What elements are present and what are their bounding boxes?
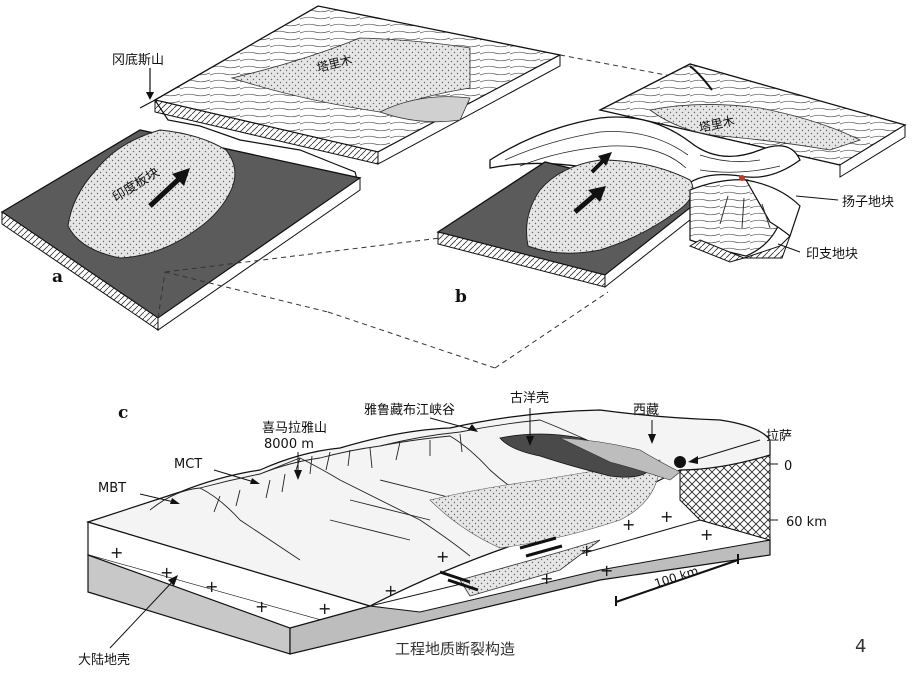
depth-0-label: 0 [784,459,792,474]
panel-c: + + + + + + + + + + + + + 雅鲁藏布江峡谷 古洋壳 西藏… [78,391,827,668]
continental-crust-leader [109,579,175,649]
continental-crust-arrowhead [168,575,178,586]
svg-text:+: + [110,543,123,562]
svg-text:+: + [205,577,218,596]
paleo-ocean-crust [499,433,651,478]
crust-symbols: + + + + + + + + + + + + + [110,507,713,618]
svg-text:+: + [600,561,613,580]
svg-text:+: + [540,569,553,588]
svg-text:+: + [318,599,331,618]
panel-b: 塔里木 扬子地块 印支地块 b [436,63,907,307]
svg-text:+: + [700,525,713,544]
thrust-arrows [439,536,563,592]
himalaya-ridges [149,419,601,561]
slide-footer: 工程地质断裂构造 4 [0,632,920,662]
panel-a: 冈底斯山 塔里木 印度板块 a [0,5,562,331]
indochina-leader [777,243,801,253]
depth-60-label: 60 km [786,515,827,530]
plateau-dotted [429,459,661,549]
escape-blocks-b [688,175,801,263]
footer-title: 工程地质断裂构造 [395,640,516,658]
page-number: 4 [855,636,867,657]
svg-text:+: + [384,581,397,600]
north-arrow-a [148,168,190,208]
panel-c-letter: c [118,403,128,423]
svg-text:+: + [436,547,449,566]
svg-text:+: + [580,541,593,560]
panel-a-letter: a [52,267,63,287]
tibet-label: 西藏 [633,403,659,418]
svg-text:+: + [660,507,673,526]
gangdise-label: 冈底斯山 [112,52,164,68]
panel-b-letter: b [455,287,467,307]
continental-crust-label: 大陆地壳 [78,652,130,668]
lhasa-marker [674,456,686,468]
asia-block-a [139,5,562,191]
svg-text:+: + [255,597,268,616]
yarlung-gorge-label: 雅鲁藏布江峡谷 [364,403,455,418]
himalaya-label: 喜马拉雅山 [262,421,327,436]
lhasa-label: 拉萨 [766,429,792,444]
himalaya-elevation-label: 8000 m [264,437,314,452]
yangtze-block-label: 扬子地块 [842,195,894,210]
mbt-label: MBT [98,481,126,496]
paleo-ocean-crust-label: 古洋壳 [510,391,549,406]
indochina-block-label: 印支地块 [806,247,858,262]
yangtze-leader [795,195,839,201]
india-block-b [436,152,702,289]
mct-label: MCT [174,457,202,472]
svg-text:+: + [160,563,173,582]
svg-text:+: + [622,515,635,534]
panel-connectors [157,54,683,369]
india-block-a [0,129,362,331]
gangdise-arrowhead [146,92,154,100]
scale-bar [615,554,739,606]
